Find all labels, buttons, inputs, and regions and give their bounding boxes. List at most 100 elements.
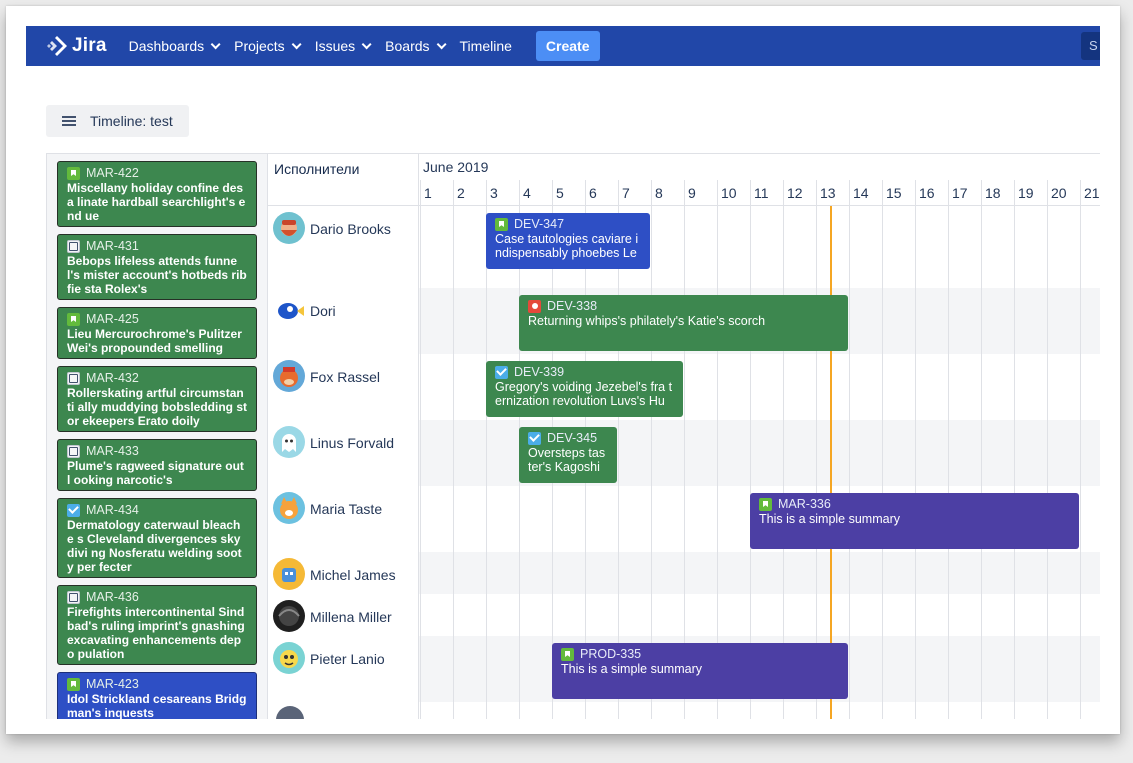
issue-summary: Rollerskating artful circumstanti ally m…: [67, 386, 248, 428]
issue-summary: This is a simple summary: [561, 662, 702, 676]
issue-summary: Miscellany holiday confine desa linate h…: [67, 181, 246, 223]
assignee-row: Millena Miller: [268, 594, 419, 632]
day-gridline: [849, 180, 850, 719]
nav-timeline[interactable]: Timeline: [460, 38, 512, 54]
day-label: 19: [1018, 185, 1034, 201]
nav-issues[interactable]: Issues: [314, 38, 372, 54]
nav-label: Boards: [385, 38, 430, 54]
assignee-row: Dario Brooks: [268, 206, 419, 244]
issue-key-row: DEV-339: [495, 365, 674, 379]
jira-logo-icon: [47, 36, 67, 56]
assignee-name: Millena Miller: [310, 609, 392, 625]
top-navigation: Jira Dashboards Projects Issues Boards Timel…: [26, 26, 1100, 66]
issue-key: DEV-347: [514, 217, 565, 231]
assignee-name: Dori: [310, 303, 336, 319]
issue-key: MAR-434: [86, 503, 139, 517]
task-type-icon: [495, 365, 508, 379]
issue-key-row: MAR-436: [67, 590, 247, 604]
day-label: 4: [523, 185, 531, 201]
chevron-down-icon: [436, 38, 447, 49]
jira-logo[interactable]: Jira: [46, 35, 107, 57]
today-marker: [830, 206, 832, 719]
assignee-row: Pieter Lanio: [268, 636, 419, 674]
issue-key: MAR-436: [86, 590, 139, 604]
issue-key: MAR-422: [86, 166, 139, 180]
timeline-selector-button[interactable]: Timeline: test: [46, 105, 189, 137]
issue-key: MAR-336: [778, 497, 831, 511]
assignee-name: Maria Taste: [310, 501, 383, 517]
story-type-icon: [495, 217, 508, 231]
assignees-header: Исполнители: [268, 154, 418, 206]
sub-type-icon: [67, 444, 80, 458]
day-label: 16: [919, 185, 935, 201]
issue-key-row: MAR-336: [759, 497, 1070, 511]
assignee-name: Michel James: [310, 567, 396, 583]
jira-logo-text: Jira: [72, 35, 107, 56]
day-gridline: [618, 180, 619, 719]
day-label: 9: [688, 185, 696, 201]
day-label: 17: [952, 185, 968, 201]
avatar-cat-icon: [273, 492, 305, 524]
avatar-dark-icon: [273, 600, 305, 632]
day-gridline: [816, 180, 817, 719]
day-gridline: [486, 180, 487, 719]
issue-key-row: MAR-434: [67, 503, 247, 517]
assignee-row: Fox Rassel: [268, 354, 419, 392]
day-gridline: [1080, 180, 1081, 719]
nav-projects[interactable]: Projects: [234, 38, 302, 54]
nav-boards[interactable]: Boards: [385, 38, 447, 54]
story-type-icon: [67, 677, 80, 691]
search-input[interactable]: S: [1081, 32, 1100, 60]
day-label: 7: [622, 185, 630, 201]
task-type-icon: [528, 431, 541, 445]
assignee-row: Michel James: [268, 552, 419, 590]
day-gridline: [948, 180, 949, 719]
nav-label: Timeline: [459, 38, 512, 54]
day-gridline: [684, 180, 685, 719]
issue-summary: This is a simple summary: [759, 512, 900, 526]
create-button[interactable]: Create: [535, 31, 600, 61]
assignee-name: Fox Rassel: [310, 369, 381, 385]
issue-key: MAR-423: [86, 677, 139, 691]
nav-label: Issues: [314, 38, 356, 54]
issue-key-row: MAR-433: [67, 444, 247, 458]
issue-key-row: MAR-432: [67, 371, 247, 385]
issue-key: MAR-432: [86, 371, 139, 385]
assignee-name: Linus Forvald: [310, 435, 395, 451]
avatar-red-beard-icon: [273, 212, 305, 244]
day-label: 6: [589, 185, 597, 201]
issue-summary: Returning whips's philately's Katie's sc…: [528, 314, 766, 328]
issue-key-row: DEV-338: [528, 299, 839, 313]
nav-dashboards[interactable]: Dashboards: [129, 38, 221, 54]
day-label: 13: [820, 185, 836, 201]
issue-key-row: PROD-335: [561, 647, 839, 661]
assignee-row: Linus Forvald: [268, 420, 419, 458]
day-gridline: [651, 180, 652, 719]
avatar-robot-icon: [273, 558, 305, 590]
timeline-row-stripe: [419, 552, 1100, 594]
issue-summary: Firefights intercontinental Sind bad's r…: [67, 605, 245, 661]
issue-key-row: DEV-347: [495, 217, 641, 231]
issue-summary: Bebops lifeless attends funnel's mister …: [67, 254, 247, 296]
day-label: 8: [655, 185, 663, 201]
day-gridline: [783, 180, 784, 719]
day-label: 1: [424, 185, 432, 201]
issue-summary: Gregory's voiding Jezebel's fra ternizat…: [495, 380, 673, 408]
avatar-icon: [276, 706, 304, 719]
